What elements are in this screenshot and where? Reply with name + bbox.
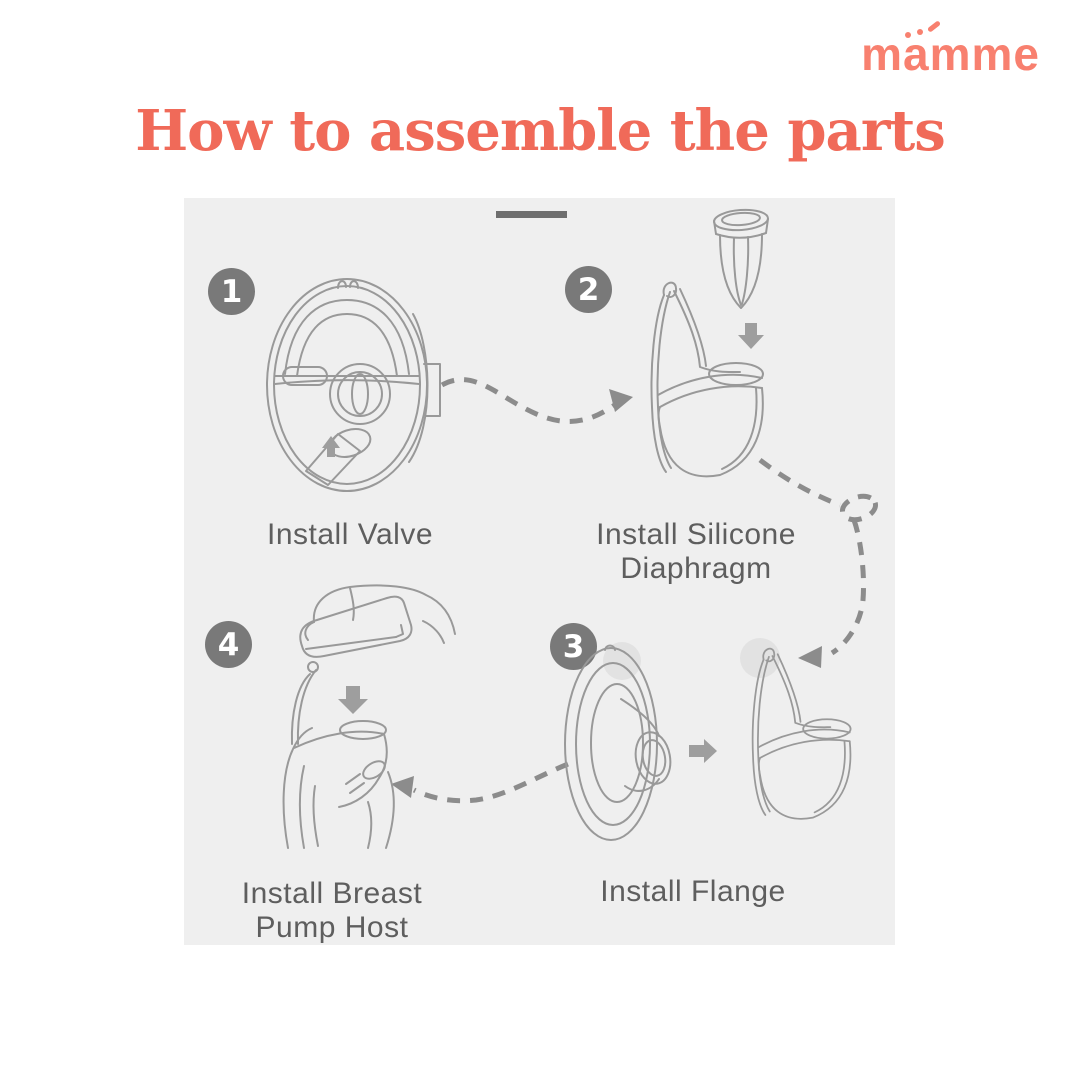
dashed-connector-step3-to-step4 [412, 761, 569, 804]
logo-diacritic-marks [861, 20, 1040, 84]
step3-drawing-flange [564, 644, 672, 841]
step2-caption: Install Silicone Diaphragm [546, 518, 846, 586]
step2-drawing-silicone-diaphragm [713, 208, 769, 309]
up-arrow-icon [322, 436, 340, 457]
logo-accent-mark-icon [927, 20, 942, 33]
caption-line: Pump Host [255, 911, 409, 944]
step-number: 2 [577, 271, 600, 308]
right-arrow-icon [689, 739, 717, 763]
caption-line: Install Flange [600, 875, 786, 908]
caption-line: Install Breast [241, 877, 423, 910]
caption-line: Diaphragm [620, 552, 772, 585]
down-arrow-icon [738, 323, 764, 349]
step-number: 4 [217, 626, 240, 663]
panel-top-dash [496, 211, 567, 218]
brand-logo-text: mamme [861, 28, 1040, 80]
step-badge-2: 2 [565, 266, 612, 313]
caption-line: Install Valve [266, 518, 434, 551]
step-badge-1: 1 [208, 268, 255, 315]
down-arrow-icon [338, 686, 368, 714]
step4-drawing-hand-holding-pump [282, 661, 395, 849]
step-number: 1 [220, 273, 243, 310]
step-number: 3 [562, 628, 585, 665]
caption-line: Install Silicone [596, 518, 796, 551]
instructions-panel: 1 2 3 4 [184, 198, 895, 945]
logo-umlaut-dot-icon [917, 29, 924, 35]
step-badge-4: 4 [205, 621, 252, 668]
step4-caption: Install Breast Pump Host [182, 877, 482, 945]
logo-umlaut-dot-icon [905, 32, 912, 38]
step1-caption: Install Valve [200, 518, 500, 552]
step2-drawing-pump-body [650, 281, 764, 478]
brand-logo: mamme [861, 20, 1040, 84]
dashed-connector-step2-to-loop [758, 458, 841, 508]
step-badge-3: 3 [550, 623, 597, 670]
dashed-connector-step1-to-step2 [440, 377, 618, 424]
step3-caption: Install Flange [543, 875, 843, 909]
step3-drawing-pump-body [751, 647, 852, 820]
step4-drawing-host-hand [299, 584, 456, 658]
page-title: How to assemble the parts [135, 98, 946, 164]
step1-drawing-valve-shell [266, 278, 441, 492]
